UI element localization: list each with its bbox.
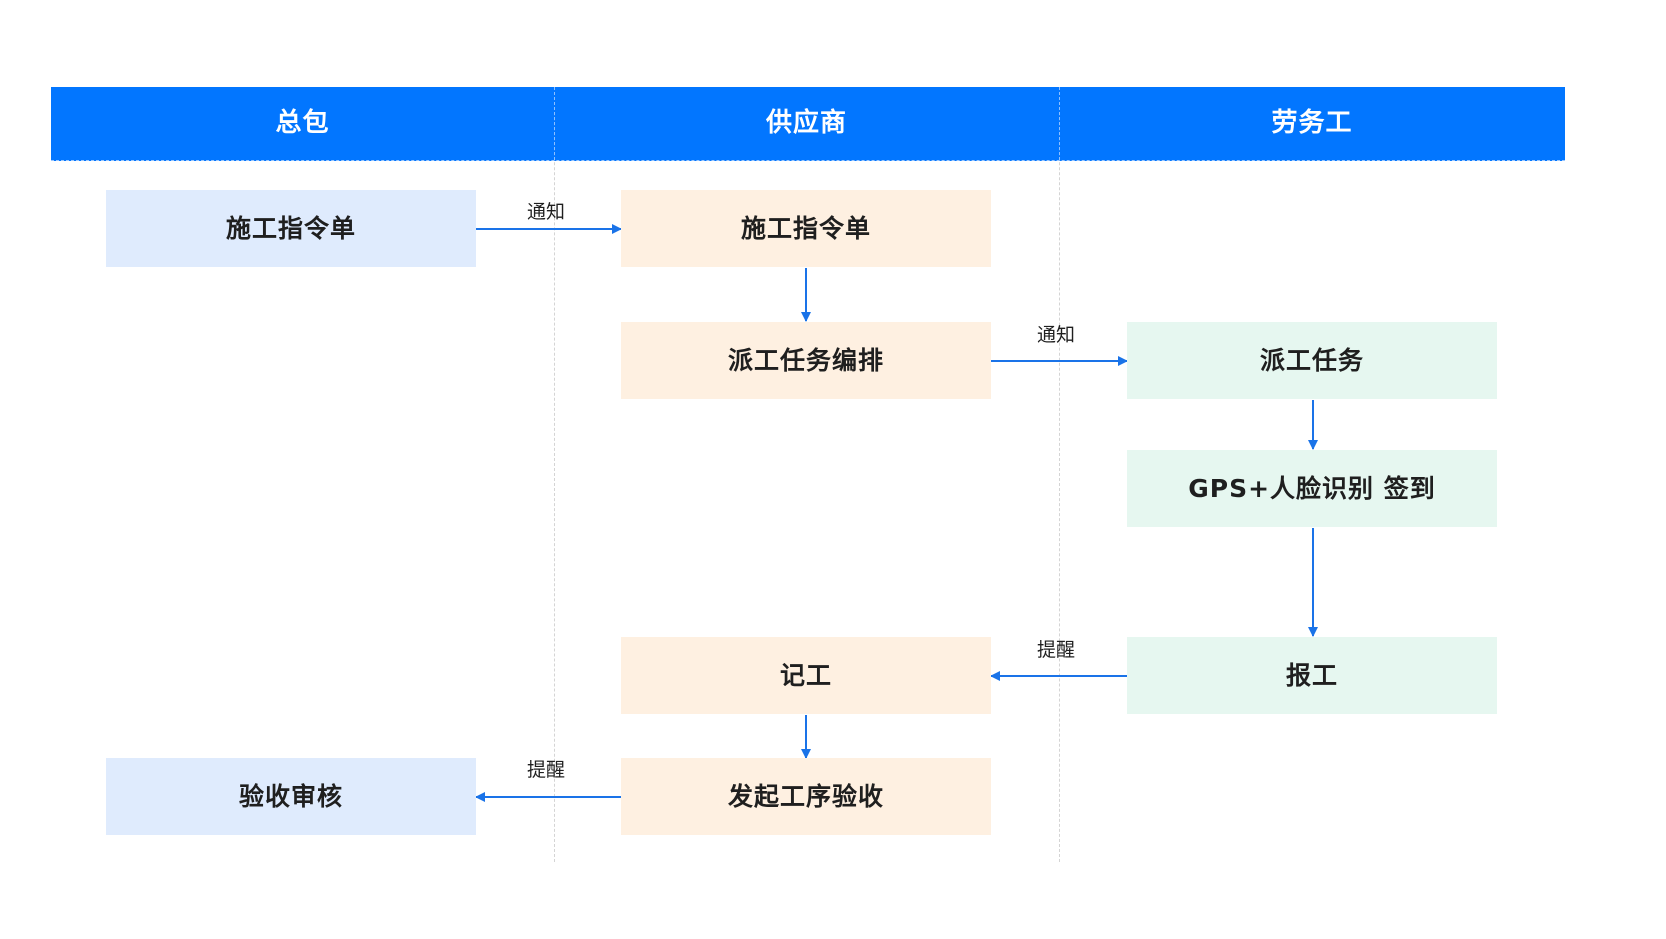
lane-divider-1 bbox=[554, 87, 555, 862]
header-divider-1 bbox=[554, 87, 555, 160]
node-supplier-construction-order[interactable]: 施工指令单 bbox=[621, 190, 991, 267]
lane-title-supplier: 供应商 bbox=[765, 108, 847, 138]
swimlane-header: 总包 供应商 劳务工 bbox=[51, 87, 1565, 161]
lane-divider-2 bbox=[1059, 87, 1060, 862]
node-gc-construction-order[interactable]: 施工指令单 bbox=[106, 190, 476, 267]
lane-title-general-contractor: 总包 bbox=[275, 108, 330, 138]
edge-label-notify-2: 通知 bbox=[1037, 324, 1076, 346]
node-supplier-dispatch-scheduling[interactable]: 派工任务编排 bbox=[621, 322, 991, 399]
node-worker-report-work[interactable]: 报工 bbox=[1127, 637, 1497, 714]
edge-label-notify-1: 通知 bbox=[527, 201, 566, 223]
node-worker-dispatch-task[interactable]: 派工任务 bbox=[1127, 322, 1497, 399]
edge-label-remind-1: 提醒 bbox=[1037, 639, 1076, 661]
node-worker-gps-face-checkin[interactable]: GPS+人脸识别 签到 bbox=[1127, 450, 1497, 527]
header-divider-2 bbox=[1059, 87, 1060, 160]
node-supplier-initiate-acceptance[interactable]: 发起工序验收 bbox=[621, 758, 991, 835]
node-gc-acceptance-review[interactable]: 验收审核 bbox=[106, 758, 476, 835]
lane-title-labor-worker: 劳务工 bbox=[1271, 108, 1353, 138]
edge-label-remind-2: 提醒 bbox=[527, 759, 566, 781]
node-supplier-record-work[interactable]: 记工 bbox=[621, 637, 991, 714]
